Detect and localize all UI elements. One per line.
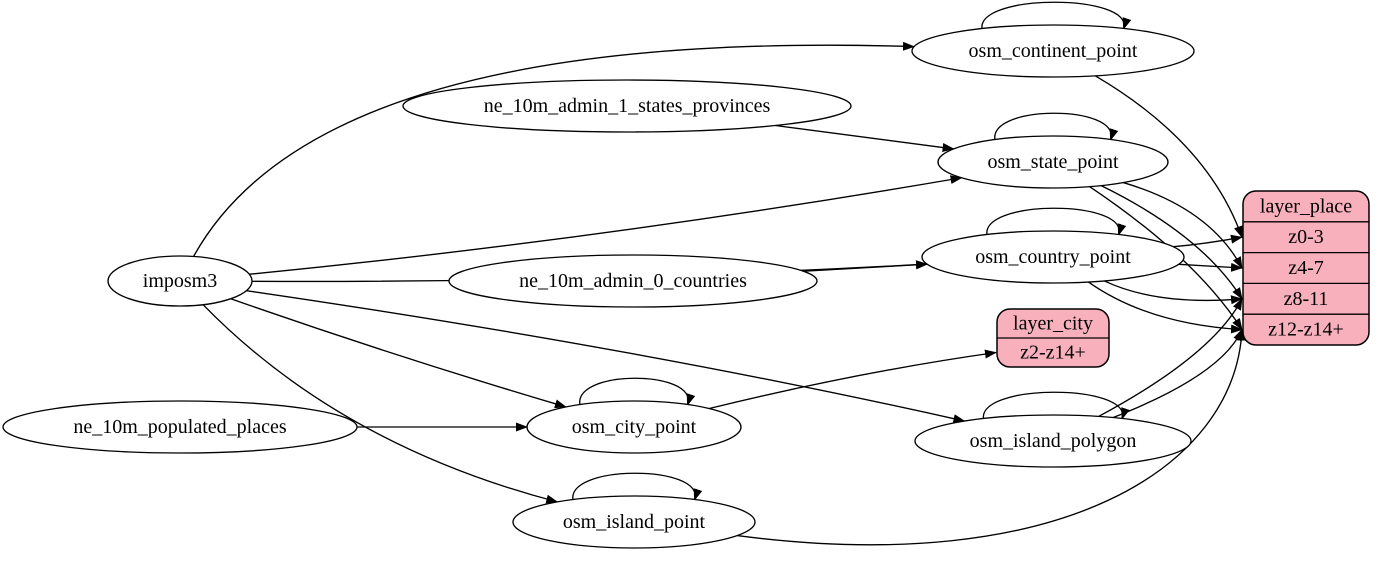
edge-osm_state_point-layer_place-row1 bbox=[1123, 181, 1243, 269]
edge-osm_country_point-layer_place-row1 bbox=[1178, 262, 1243, 272]
table-ellipse bbox=[526, 400, 742, 454]
table-ellipse bbox=[448, 254, 818, 308]
edge-selfloop-osm_country_point bbox=[986, 207, 1127, 238]
node-osm_city_point: osm_city_point bbox=[526, 400, 742, 454]
node-layer_place: layer_place z0-3 z4-7 z8-11 z12-z14+ bbox=[1242, 190, 1370, 346]
node-ne_10m_admin_1_states_provinces: ne_10m_admin_1_states_provinces bbox=[402, 79, 852, 133]
edge-imposm3-osm_continent_point bbox=[192, 41, 915, 257]
node-label: imposm3 bbox=[143, 270, 217, 292]
node-label: osm_city_point bbox=[572, 416, 697, 438]
edge-osm_state_point-layer_place-row2 bbox=[1100, 185, 1243, 300]
edge-imposm3-osm_city_point bbox=[230, 298, 567, 409]
node-osm_island_point: osm_island_point bbox=[512, 495, 756, 549]
edge-osm_continent_point-layer_place-row0 bbox=[1094, 75, 1243, 239]
edge-selfloop-osm_island_polygon bbox=[983, 391, 1130, 422]
table-ellipse bbox=[402, 79, 852, 133]
edge-ne_10m_admin_0_countries-osm_country_point bbox=[803, 260, 929, 272]
edge-osm_country_point-layer_place-row0 bbox=[1173, 234, 1243, 248]
edge-osm_country_point-layer_place-row3 bbox=[1088, 281, 1243, 334]
edge-selfloop-osm_continent_point bbox=[981, 1, 1132, 32]
edge-osm_country_point-layer_place-row2 bbox=[1103, 280, 1243, 305]
edge-ne_10m_admin_1_states_provinces-osm_state_point bbox=[775, 124, 955, 152]
zoom-row-label: z4-7 bbox=[1288, 257, 1324, 279]
table-ellipse bbox=[921, 230, 1185, 284]
zoom-row-label: z2-z14+ bbox=[1020, 342, 1086, 364]
nodes: imposm3 ne_10m_admin_1_states_provincesne… bbox=[2, 24, 1370, 549]
layer-title: layer_place bbox=[1260, 195, 1352, 217]
edge-selfloop-osm_island_point bbox=[572, 472, 703, 503]
edge-osm_island_polygon-layer_place-row2 bbox=[1098, 297, 1243, 418]
table-ellipse bbox=[937, 135, 1169, 189]
node-ne_10m_populated_places: ne_10m_populated_places bbox=[2, 400, 358, 454]
table-ellipse bbox=[2, 400, 358, 454]
node-label: ne_10m_admin_1_states_provinces bbox=[484, 95, 771, 117]
node-label: osm_country_point bbox=[975, 246, 1131, 268]
node-label: ne_10m_populated_places bbox=[73, 416, 286, 438]
edge-selfloop-osm_state_point bbox=[994, 112, 1119, 143]
edge-imposm3-osm_state_point bbox=[249, 175, 963, 275]
node-label: osm_continent_point bbox=[969, 40, 1138, 62]
node-imposm3: imposm3 bbox=[107, 255, 253, 307]
node-ne_10m_admin_0_countries: ne_10m_admin_0_countries bbox=[448, 254, 818, 308]
node-label: ne_10m_admin_0_countries bbox=[519, 270, 747, 292]
edge-osm_island_polygon-layer_place-row3 bbox=[1112, 328, 1243, 419]
table-ellipse bbox=[911, 24, 1195, 78]
edge-osm_island_point-layer_place-row3 bbox=[737, 328, 1246, 546]
layer-title: layer_city bbox=[1013, 313, 1093, 335]
edges bbox=[192, 1, 1246, 546]
node-osm_state_point: osm_state_point bbox=[937, 135, 1169, 189]
zoom-row-label: z8-11 bbox=[1284, 288, 1329, 310]
edge-imposm3-osm_island_polygon bbox=[246, 290, 966, 424]
node-osm_country_point: osm_country_point bbox=[921, 230, 1185, 284]
table-ellipse bbox=[107, 255, 253, 307]
zoom-row-label: z12-z14+ bbox=[1268, 319, 1344, 341]
node-label: osm_state_point bbox=[987, 151, 1119, 173]
node-label: osm_island_polygon bbox=[970, 430, 1137, 452]
zoom-row-label: z0-3 bbox=[1288, 226, 1324, 248]
node-label: osm_island_point bbox=[563, 511, 706, 533]
node-osm_continent_point: osm_continent_point bbox=[911, 24, 1195, 78]
node-layer_city: layer_city z2-z14+ bbox=[996, 308, 1110, 368]
edge-imposm3-osm_island_point bbox=[202, 304, 559, 504]
table-ellipse bbox=[512, 495, 756, 549]
edge-selfloop-osm_city_point bbox=[579, 377, 696, 408]
layer-record-box bbox=[1242, 190, 1370, 346]
node-osm_island_polygon: osm_island_polygon bbox=[914, 414, 1192, 468]
table-ellipse bbox=[914, 414, 1192, 468]
edge-osm_city_point-layer_city-row0 bbox=[709, 349, 997, 410]
